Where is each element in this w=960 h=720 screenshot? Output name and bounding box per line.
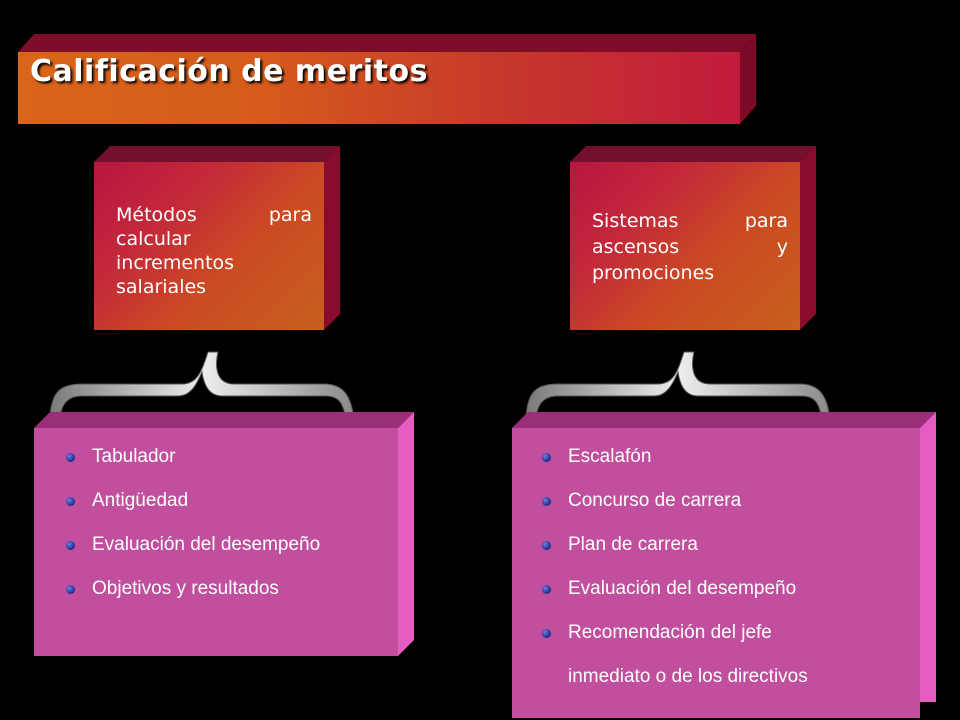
list-item-label: Recomendación del jefe <box>568 622 772 643</box>
list-item: Concurso de carrera <box>536 490 926 534</box>
left-items-list: Tabulador Antigüedad Evaluación del dese… <box>60 446 400 622</box>
list-item-label: Plan de carrera <box>568 534 698 555</box>
list-item: Antigüedad <box>60 490 400 534</box>
bullet-dot-icon <box>66 541 75 550</box>
right-items-list: Escalafón Concurso de carrera Plan de ca… <box>536 446 926 710</box>
list-item-label: Objetivos y resultados <box>92 578 279 599</box>
list-item: Objetivos y resultados <box>60 578 400 622</box>
right-list-box <box>512 412 936 718</box>
bullet-dot-icon <box>66 585 75 594</box>
bullet-dot-icon <box>542 541 551 550</box>
right-list-box-side-face <box>920 412 936 702</box>
bullet-dot-icon <box>542 497 551 506</box>
list-item: Tabulador <box>60 446 400 490</box>
list-item-continuation: inmediato o de los directivos <box>536 666 926 710</box>
list-item-label: Evaluación del desempeño <box>92 534 321 555</box>
methods-box-top-face <box>94 146 340 162</box>
right-list-box-top-face <box>512 412 936 428</box>
list-item: Plan de carrera <box>536 534 926 578</box>
bullet-dot-icon <box>66 497 75 506</box>
title-bar-side-face <box>740 34 756 124</box>
systems-heading: Sistemas para ascensos y promociones <box>592 210 788 284</box>
title-bar <box>18 34 756 124</box>
page-title: Calificación de meritos <box>30 54 428 89</box>
list-item: Escalafón <box>536 446 926 490</box>
list-item-label: Antigüedad <box>92 490 189 511</box>
systems-box <box>570 146 816 330</box>
title-bar-top-face <box>18 34 756 52</box>
list-item-label: Evaluación del desempeño <box>568 578 797 599</box>
left-list-box-top-face <box>34 412 414 428</box>
list-item-label: Escalafón <box>568 446 652 467</box>
left-list-box-front-face <box>34 428 398 656</box>
list-item: Evaluación del desempeño <box>60 534 400 578</box>
list-item-label: Tabulador <box>92 446 176 467</box>
list-item: Evaluación del desempeño <box>536 578 926 622</box>
bullet-dot-icon <box>542 585 551 594</box>
list-item-label: Concurso de carrera <box>568 490 742 511</box>
bullet-dot-icon <box>66 453 75 462</box>
title-bar-front-face <box>18 52 740 124</box>
systems-box-side-face <box>800 146 816 330</box>
bullet-dot-icon <box>542 453 551 462</box>
left-list-box-side-face <box>398 412 414 656</box>
methods-box-front-face <box>94 162 324 330</box>
bullet-dot-icon <box>542 629 551 638</box>
methods-box <box>94 146 340 330</box>
methods-box-side-face <box>324 146 340 330</box>
left-list-box <box>34 412 414 656</box>
systems-box-top-face <box>570 146 816 162</box>
methods-heading: Métodos para calcular incrementos salari… <box>116 204 312 298</box>
list-item-label: inmediato o de los directivos <box>568 666 808 687</box>
systems-box-front-face <box>570 162 800 330</box>
right-list-box-front-face <box>512 428 920 718</box>
list-item: Recomendación del jefe <box>536 622 926 666</box>
